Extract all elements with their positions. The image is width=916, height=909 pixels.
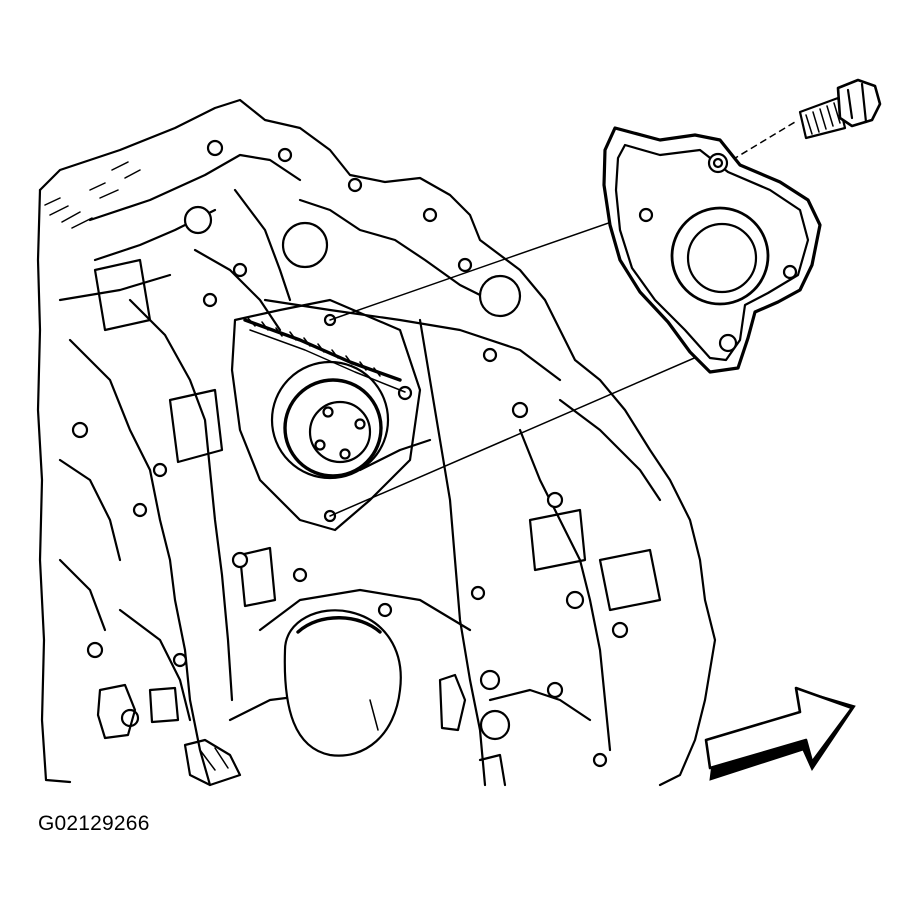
block-bolt-holes: [71, 139, 629, 768]
engine-block: [36, 98, 717, 787]
figure-id-caption: G02129266: [38, 812, 150, 835]
sensor-adapter-gasket: [602, 126, 822, 374]
lower-left-details: [96, 673, 507, 787]
camshaft-boss: [230, 298, 422, 532]
round-cover-plug: [283, 609, 402, 757]
alignment-lines: [329, 121, 796, 517]
front-direction-arrow-icon: [704, 686, 856, 781]
bolt: [798, 78, 882, 140]
